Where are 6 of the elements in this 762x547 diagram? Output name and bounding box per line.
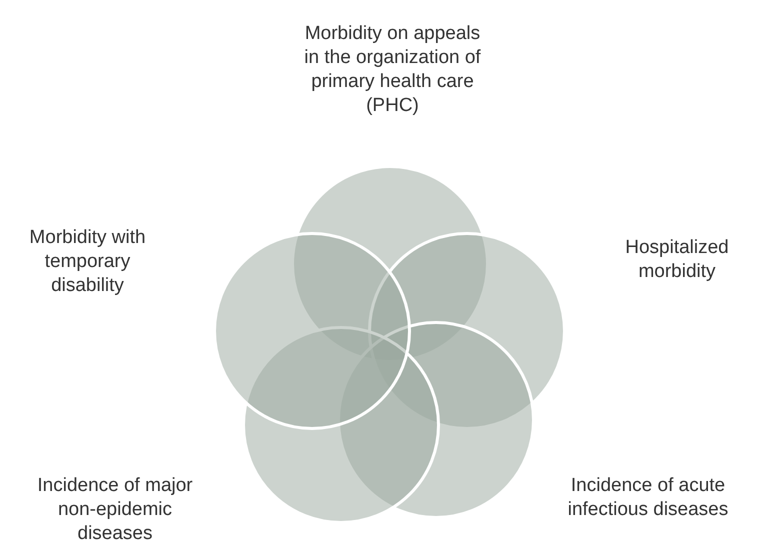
category-label: Morbidity on appeals in the organization of primary health care (PHC): [303, 22, 482, 118]
overlapping-circle: [213, 232, 411, 430]
category-label: Incidence of major non-epidemic diseases: [36, 474, 194, 546]
category-label: Incidence of acute infectious diseases: [566, 474, 730, 522]
category-label: Hospitalized morbidity: [624, 236, 730, 284]
category-label: Morbidity with temporary disability: [28, 226, 147, 298]
